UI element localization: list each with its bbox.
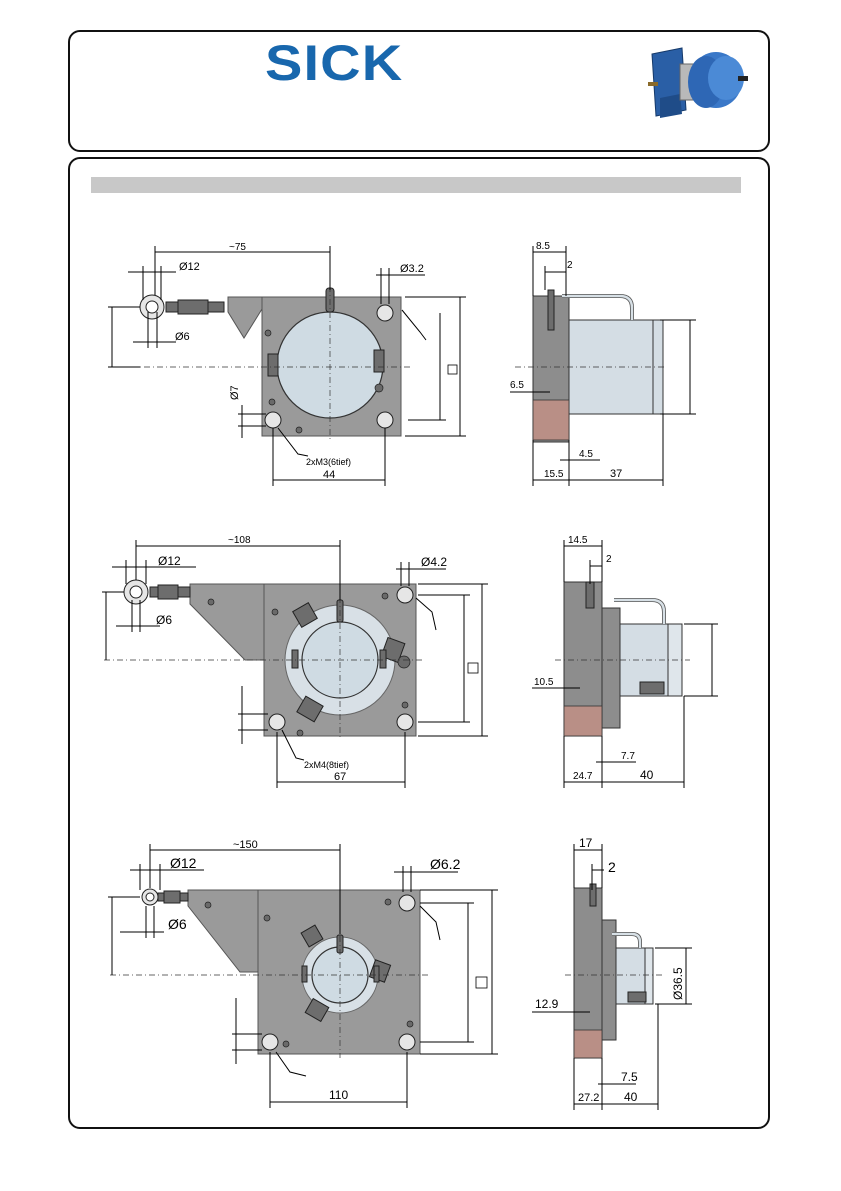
medium-side-view: 14.5 2 10.5 7.7 24.7 40	[532, 535, 718, 788]
large-hole-dia-label: Ø6.2	[430, 856, 461, 872]
small-side-height-label: 6.5	[510, 380, 524, 391]
large-top-view: ~150 Ø12 Ø6.2 Ø6 110	[108, 839, 498, 1108]
medium-side-flange-label: 14.5	[568, 535, 588, 546]
medium-hole-dia-label: Ø4.2	[421, 555, 447, 569]
large-side-body-dia-label: Ø36.5	[671, 967, 685, 1000]
large-length-label: ~150	[233, 839, 258, 851]
small-thread-label: 2xM3(6tief)	[306, 457, 351, 467]
small-side-flange-label: 8.5	[536, 241, 550, 252]
small-side-offset-label: 2	[567, 260, 573, 271]
large-side-flange-label: 17	[579, 836, 593, 850]
small-wire-dia-label: Ø6	[175, 331, 190, 343]
large-side-offset-label: 2	[608, 859, 616, 875]
small-hole-dia-label: Ø3.2	[400, 263, 424, 275]
small-length-label: ~75	[229, 242, 246, 253]
large-wire-dia-label: Ø6	[168, 916, 187, 932]
medium-side-body-label: 40	[640, 768, 654, 782]
large-wire-connector	[164, 891, 180, 903]
medium-wire-dia-label: Ø6	[156, 613, 172, 627]
small-eyelet-dia-label: Ø12	[179, 261, 200, 273]
small-wire-connector	[178, 300, 208, 314]
medium-width-label: 67	[334, 771, 346, 783]
large-width-label: 110	[329, 1088, 348, 1102]
medium-length-label: ~108	[228, 535, 251, 546]
small-side-depth-label: 15.5	[544, 469, 564, 480]
small-width-label: 44	[323, 469, 335, 481]
medium-thread-label: 2xM4(8tief)	[304, 760, 349, 770]
medium-eyelet-dia-label: Ø12	[158, 554, 181, 568]
small-top-view: ~75 Ø12 Ø3.2 Ø6 Ø7 2xM3(6tief) 44	[108, 242, 466, 486]
large-side-height-label: 12.9	[535, 997, 559, 1011]
large-side-body-label: 40	[624, 1090, 638, 1104]
small-arm	[228, 297, 262, 338]
large-side-depth-label: 27.2	[578, 1092, 599, 1104]
small-side-view: 8.5 2 6.5 4.5 15.5 37	[510, 241, 696, 486]
medium-arm	[190, 584, 264, 660]
medium-side-offset-label: 2	[606, 554, 612, 565]
small-side-body-label: 37	[610, 468, 622, 480]
medium-side-height-label: 10.5	[534, 677, 554, 688]
large-side-view: 17 2 12.9 Ø36.5 7.5 27.2 40	[532, 836, 692, 1110]
large-arm	[188, 890, 258, 972]
large-eyelet-dia-label: Ø12	[170, 855, 197, 871]
medium-wire-connector	[158, 585, 178, 599]
small-side-gap-label: 4.5	[579, 449, 593, 460]
medium-side-depth-label: 24.7	[573, 771, 593, 782]
medium-top-view: ~108 Ø12 Ø4.2 Ø6 2xM4(8tief) 67	[102, 535, 488, 788]
small-pin-dia-label: Ø7	[229, 385, 241, 400]
medium-side-gap-label: 7.7	[621, 751, 635, 762]
large-side-gap-label: 7.5	[621, 1070, 638, 1084]
